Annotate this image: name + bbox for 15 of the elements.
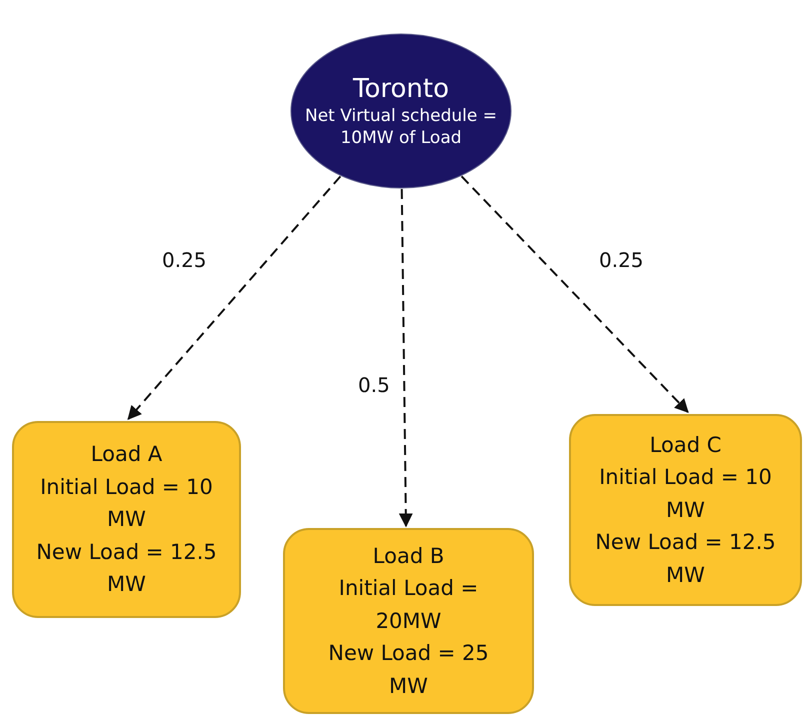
load-value: New Load = 25 MW bbox=[327, 640, 490, 700]
load-value: Initial Load = 10 MW bbox=[598, 464, 773, 524]
load-box bbox=[283, 528, 534, 714]
load-title: Load A bbox=[90, 441, 162, 468]
load-box bbox=[569, 414, 802, 606]
city-ellipse bbox=[290, 33, 512, 189]
load-box bbox=[12, 421, 241, 618]
schedule-text: Net Virtual schedule = 10MW of Load bbox=[304, 105, 498, 150]
load-value: Initial Load = 10 MW bbox=[39, 474, 214, 534]
load-value: New Load = 12.5 MW bbox=[36, 538, 217, 598]
load-title: Load C bbox=[650, 432, 722, 459]
load-title: Load B bbox=[372, 542, 444, 570]
load-value: Initial Load = 20MW bbox=[338, 575, 480, 635]
city-title: Toronto bbox=[353, 72, 449, 106]
load-value: New Load = 12.5 MW bbox=[594, 529, 777, 589]
